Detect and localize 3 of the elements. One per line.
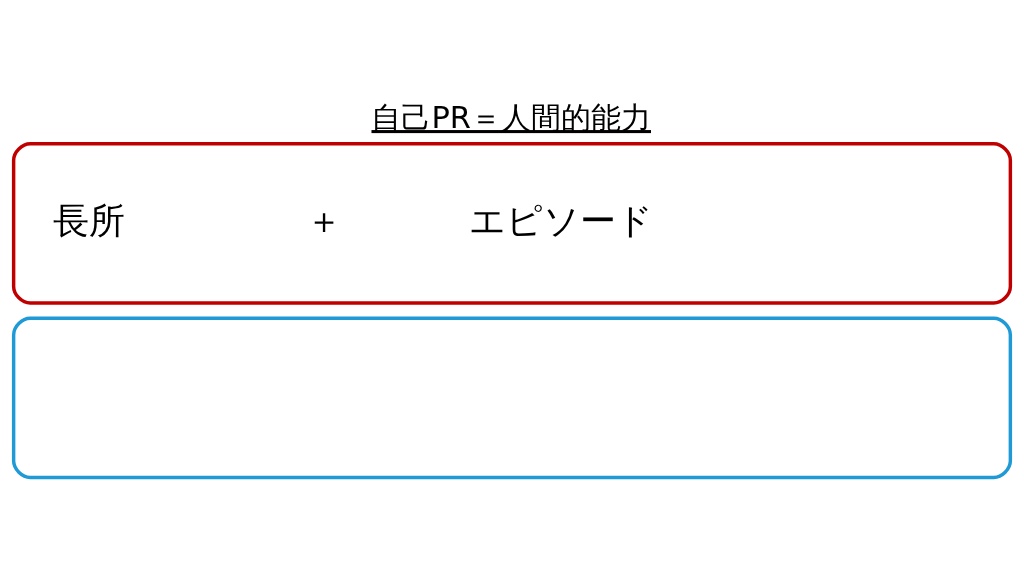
diagram-title: 自己PR＝人間的能力 [371,99,651,135]
node-box: 長所 ＋ エピソード [11,141,1013,305]
node-box [11,316,1013,479]
